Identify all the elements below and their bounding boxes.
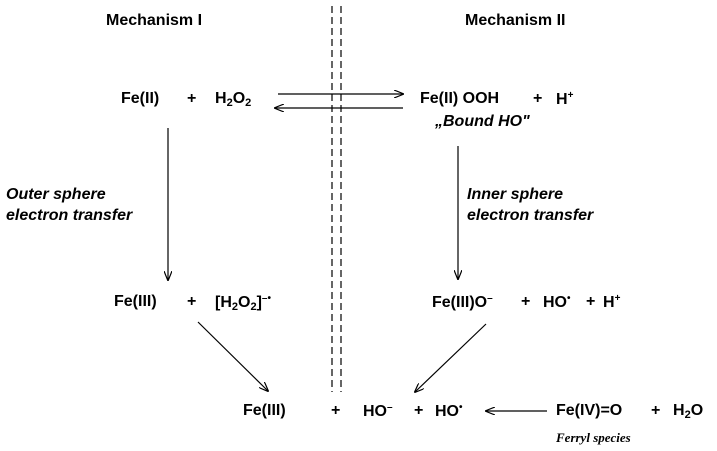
- plus-sign: +: [586, 293, 596, 310]
- mechanism-2-header: Mechanism II: [465, 12, 566, 29]
- ferryl-species-label: Ferryl species: [556, 430, 631, 445]
- product-fe-iii: Fe(III): [114, 293, 157, 310]
- reactant-fe-ii: Fe(II): [121, 90, 160, 107]
- water: H2O: [673, 402, 704, 421]
- bound-ho-label: „Bound HO": [435, 113, 530, 130]
- ferryl-iron: Fe(IV)=O: [556, 402, 623, 419]
- fe-ii-ooh: Fe(II) OOH: [420, 90, 500, 107]
- plus-sign: +: [187, 90, 197, 107]
- hydroxide-ion: HO–: [363, 402, 393, 420]
- plus-sign: +: [651, 402, 661, 419]
- arrow-left-to-bottom: [197, 321, 268, 391]
- plus-sign: +: [521, 293, 531, 310]
- plus-sign: +: [187, 293, 197, 310]
- plus-sign: +: [414, 402, 424, 419]
- plus-sign: +: [533, 90, 543, 107]
- fe-iii-oxide: Fe(III)O–: [432, 293, 493, 311]
- arrow-right-to-bottom: [415, 323, 487, 392]
- hydrogen-peroxide: H2O2: [215, 90, 252, 109]
- proton: H+: [603, 293, 621, 311]
- plus-sign: +: [331, 402, 341, 419]
- proton: H+: [556, 90, 574, 108]
- hydroxyl-radical: HO•: [543, 293, 571, 311]
- hydroxyl-radical: HO•: [435, 402, 463, 420]
- peroxide-radical-anion: [H2O2]–•: [215, 293, 271, 313]
- mechanism-1-header: Mechanism I: [106, 12, 203, 29]
- final-fe-iii: Fe(III): [243, 402, 286, 419]
